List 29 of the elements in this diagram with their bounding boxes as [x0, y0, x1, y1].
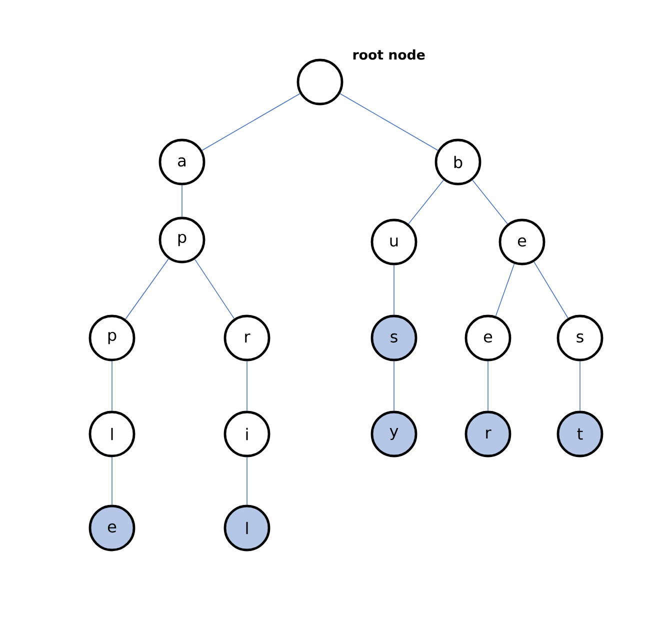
- connector-line: [202, 93, 300, 151]
- filled-letter-node: y: [370, 410, 418, 458]
- connector-line: [125, 258, 169, 320]
- letter-node: p: [158, 216, 206, 264]
- connector-line: [408, 180, 444, 224]
- letter-node: a: [158, 138, 206, 186]
- letter-node: e: [464, 314, 512, 362]
- letter-node: b: [434, 138, 482, 186]
- letter-node: i: [224, 410, 270, 458]
- letter-node: s: [556, 314, 604, 362]
- filled-letter-node: t: [556, 410, 604, 458]
- connector-line: [472, 180, 508, 224]
- letter-node: p: [88, 314, 136, 362]
- connector-line: [495, 263, 515, 317]
- letter-node: l: [88, 410, 136, 458]
- filled-letter-node: l: [224, 504, 270, 552]
- letter-node: e: [498, 218, 546, 266]
- node-caption: root node: [353, 49, 425, 60]
- letter-node: u: [370, 218, 418, 266]
- connector-line: [194, 258, 235, 320]
- filled-letter-node: e: [88, 504, 136, 552]
- filled-letter-node: s: [370, 314, 418, 362]
- connector-line: [340, 93, 438, 151]
- filled-letter-node: r: [464, 410, 512, 458]
- connector-line: [534, 261, 568, 319]
- connector-line: [246, 456, 248, 506]
- circle-node: [296, 58, 344, 106]
- connector-line: [246, 360, 248, 412]
- letter-node: r: [224, 314, 270, 362]
